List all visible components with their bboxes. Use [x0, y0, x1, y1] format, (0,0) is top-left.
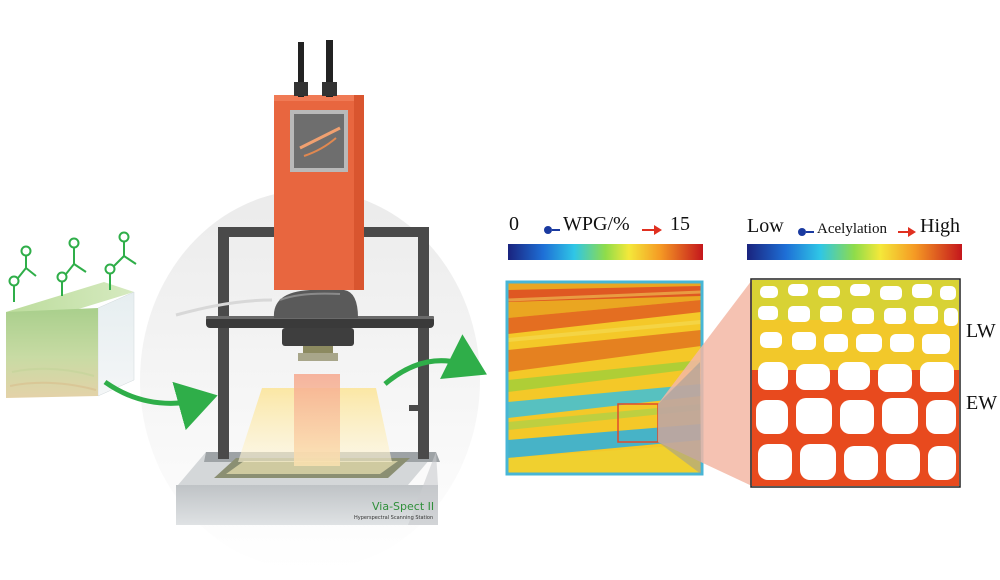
scanner [175, 40, 440, 525]
acetylation-max-label: High [920, 215, 960, 237]
earlywood-label: EW [966, 392, 998, 414]
wpg-max-label: 15 [670, 213, 690, 235]
scanner-subtitle: Hyperspectral Scanning Station [354, 515, 434, 521]
acetylation-min-label: Low [747, 215, 784, 237]
wpg-min-label: 0 [509, 213, 519, 235]
acetyl-groups [8, 231, 137, 302]
process-arrows [103, 334, 487, 431]
acetylation-title: Acelylation [817, 221, 887, 237]
scanner-brand-name: Via-Spect II [372, 500, 435, 513]
acetylation-map [750, 278, 961, 488]
wpg-title: WPG/% [563, 213, 630, 235]
wood-block [6, 282, 135, 398]
zoom-wedge [658, 280, 752, 486]
acetylation-colorbar [747, 227, 962, 260]
wpg-colorbar [508, 225, 703, 260]
latewood-label: LW [966, 320, 996, 342]
